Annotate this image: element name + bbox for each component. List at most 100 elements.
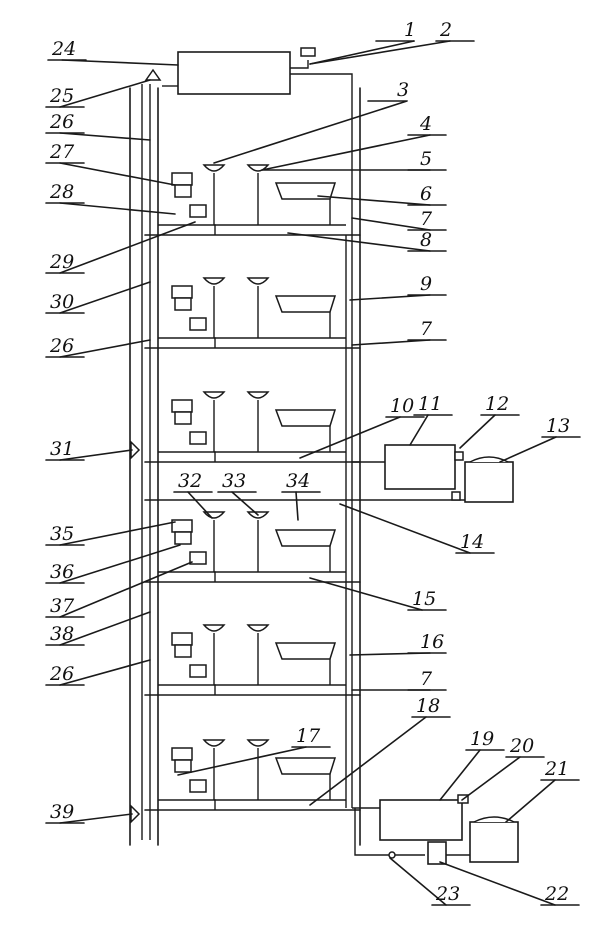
label-n24: 24 <box>47 38 179 66</box>
label-n13: 13 <box>499 415 581 463</box>
toilet-bowl <box>174 184 192 198</box>
leader-line <box>59 132 151 141</box>
toilet-tank <box>171 399 193 413</box>
label-n30: 30 <box>45 281 151 314</box>
label-n7: 7 <box>351 318 447 346</box>
pump-13 <box>464 461 514 503</box>
label-n31: 31 <box>45 438 133 461</box>
leader-line <box>309 716 427 806</box>
leader-line <box>317 195 431 206</box>
basin-right <box>246 739 270 747</box>
tank-19 <box>379 799 463 841</box>
label-text: 3 <box>397 79 409 101</box>
leader-line <box>59 813 133 824</box>
leader-line <box>309 40 415 65</box>
label-text: 36 <box>50 561 74 583</box>
leader-line <box>461 756 521 801</box>
floor-row <box>158 391 346 462</box>
toilet-branch-pipe <box>158 799 216 810</box>
floor-drain <box>189 551 207 565</box>
toilet-branch-pipe <box>158 571 216 582</box>
leader-line <box>439 861 556 906</box>
label-n3: 3 <box>213 79 409 164</box>
toilet-tank <box>171 632 193 646</box>
bathtub <box>274 409 337 427</box>
label-text: 2 <box>439 19 452 41</box>
label-n26: 26 <box>45 111 151 141</box>
label-text: 9 <box>420 273 432 295</box>
label-n8: 8 <box>287 229 447 252</box>
label-n14: 14 <box>339 503 495 554</box>
leader-line <box>349 294 431 301</box>
label-n4: 4 <box>261 113 447 171</box>
basin-right <box>246 624 270 632</box>
label-n6: 6 <box>317 183 447 206</box>
basin-left <box>202 277 226 285</box>
label-n26: 26 <box>45 659 151 686</box>
label-text: 39 <box>50 801 74 823</box>
vertical-risers <box>130 84 425 856</box>
label-n37: 37 <box>45 561 193 618</box>
mid-equipment <box>352 444 514 503</box>
leader-line <box>177 746 307 776</box>
label-n35: 35 <box>45 521 176 546</box>
label-text: 34 <box>286 470 310 492</box>
toilet-branch-pipe <box>158 337 216 348</box>
label-text: 27 <box>49 141 75 163</box>
leader-line <box>187 491 213 519</box>
label-text: 26 <box>49 335 74 357</box>
label-text: 32 <box>178 470 202 492</box>
leader-line <box>59 521 176 546</box>
label-n11: 11 <box>409 393 453 446</box>
label-n10: 10 <box>299 395 425 459</box>
label-n32: 32 <box>173 470 213 519</box>
label-n2: 2 <box>309 19 475 65</box>
leader-line <box>287 232 431 252</box>
bottom-drain-pipe <box>354 808 425 856</box>
bathtub <box>274 757 337 775</box>
floor-drain <box>189 204 207 218</box>
leader-line <box>349 652 431 656</box>
bathtub <box>274 295 337 313</box>
label-text: 31 <box>50 438 74 460</box>
leader-line <box>309 577 423 611</box>
label-text: 25 <box>49 85 74 107</box>
label-text: 26 <box>49 663 74 685</box>
floor-row <box>158 277 346 348</box>
label-n9: 9 <box>349 273 447 301</box>
label-text: 29 <box>49 251 74 273</box>
label-n33: 33 <box>217 470 259 516</box>
toilet-bowl <box>174 411 192 425</box>
label-text: 14 <box>460 531 484 553</box>
label-text: 22 <box>544 883 569 905</box>
label-text: 5 <box>420 148 432 170</box>
label-n26: 26 <box>45 335 151 358</box>
label-text: 24 <box>51 38 76 60</box>
label-n16: 16 <box>349 631 447 656</box>
label-text: 21 <box>544 758 569 780</box>
label-text: 12 <box>485 393 509 415</box>
floor-row <box>158 624 346 695</box>
label-text: 30 <box>50 291 74 313</box>
label-text: 13 <box>546 415 570 437</box>
basin-left <box>202 164 226 172</box>
leader-line <box>499 436 557 463</box>
leader-line <box>351 339 431 346</box>
toilet-tank <box>171 285 193 299</box>
label-n39: 39 <box>45 801 133 824</box>
leader-line <box>213 100 408 164</box>
leader-line <box>459 414 496 449</box>
label-n15: 15 <box>309 577 447 611</box>
label-n22: 22 <box>439 861 580 906</box>
leader-line <box>389 857 447 906</box>
label-text: 18 <box>416 695 440 717</box>
floor-drain <box>189 664 207 678</box>
label-text: 26 <box>49 111 74 133</box>
label-n34: 34 <box>281 470 321 521</box>
label-n18: 18 <box>309 695 451 806</box>
toilet-tank <box>171 172 193 186</box>
label-text: 37 <box>50 595 75 617</box>
basin-left <box>202 511 226 519</box>
leader-line <box>505 779 556 823</box>
